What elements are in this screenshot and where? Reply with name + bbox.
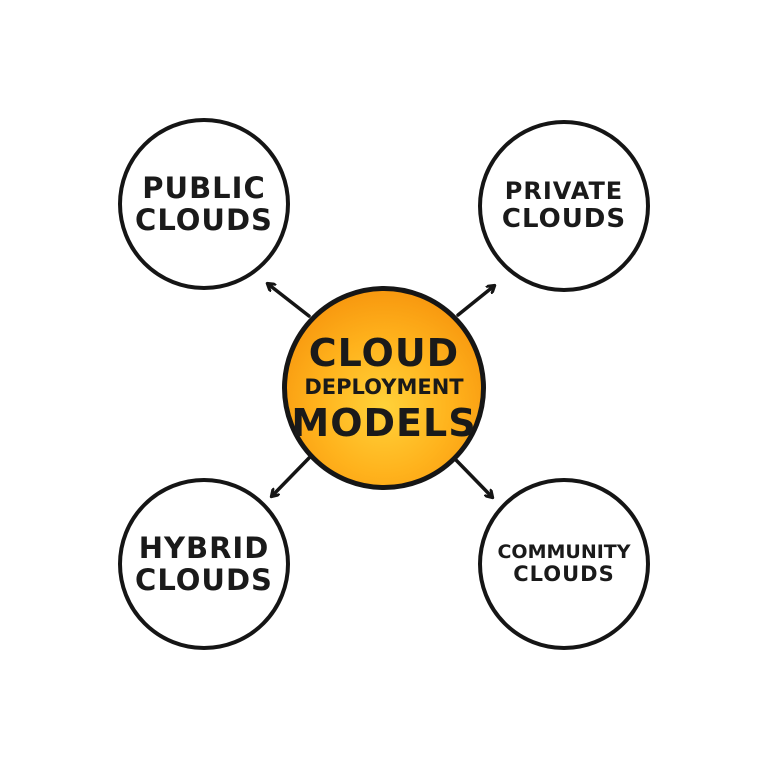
center-label-line1: CLOUD bbox=[308, 330, 460, 375]
hybrid-clouds-label-line1: HYBRID bbox=[138, 530, 270, 565]
hybrid-clouds-node: HYBRID CLOUDS bbox=[118, 478, 290, 650]
community-clouds-label-line1: COMMUNITY bbox=[497, 540, 631, 563]
cloud-deployment-models-center-node: CLOUD DEPLOYMENT MODELS bbox=[282, 286, 486, 490]
community-clouds-node: COMMUNITY CLOUDS bbox=[478, 478, 650, 650]
center-label-line2: DEPLOYMENT bbox=[304, 375, 464, 400]
hybrid-clouds-label-line2: CLOUDS bbox=[135, 563, 273, 597]
arrow-to-public-clouds bbox=[268, 284, 311, 318]
community-clouds-label-line2: CLOUDS bbox=[513, 561, 615, 586]
private-clouds-label-line2: CLOUDS bbox=[501, 203, 627, 234]
private-clouds-label-line1: PRIVATE bbox=[504, 177, 624, 205]
private-clouds-node: PRIVATE CLOUDS bbox=[478, 120, 650, 292]
public-clouds-node: PUBLIC CLOUDS bbox=[118, 118, 290, 290]
arrow-to-private-clouds bbox=[456, 286, 494, 317]
arrow-to-community-clouds bbox=[454, 458, 492, 497]
public-clouds-label-line2: CLOUDS bbox=[135, 203, 273, 237]
center-label-line3: MODELS bbox=[291, 400, 477, 445]
public-clouds-label-line1: PUBLIC bbox=[142, 170, 266, 205]
arrow-to-hybrid-clouds bbox=[272, 456, 311, 496]
